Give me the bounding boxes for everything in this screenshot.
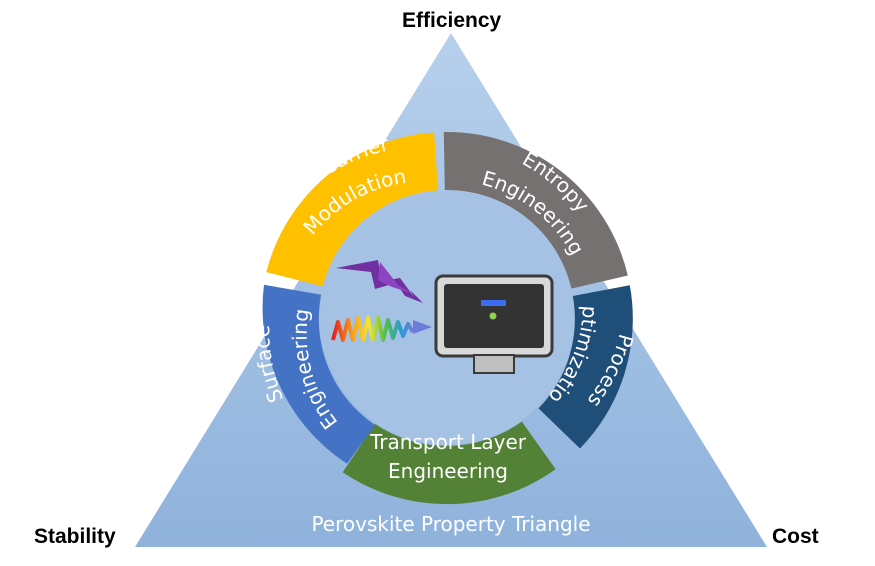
label-transport-line2: Engineering — [388, 459, 508, 483]
base-caption: Perovskite Property Triangle — [311, 512, 590, 536]
corner-label-top: Efficiency — [402, 9, 502, 32]
label-transport-line1: Transport Layer — [369, 430, 527, 454]
segment-entropy — [443, 131, 628, 289]
corner-label-left: Stability — [34, 525, 116, 548]
light-wave-icon — [331, 316, 432, 342]
segment-process — [538, 285, 633, 449]
segment-surface — [262, 284, 376, 464]
monitor-icon — [434, 274, 554, 374]
corner-label-right: Cost — [772, 525, 819, 548]
segment-transport — [342, 421, 556, 505]
segment-hot-carrier — [266, 132, 439, 287]
lightning-bolt-icon — [336, 260, 423, 303]
